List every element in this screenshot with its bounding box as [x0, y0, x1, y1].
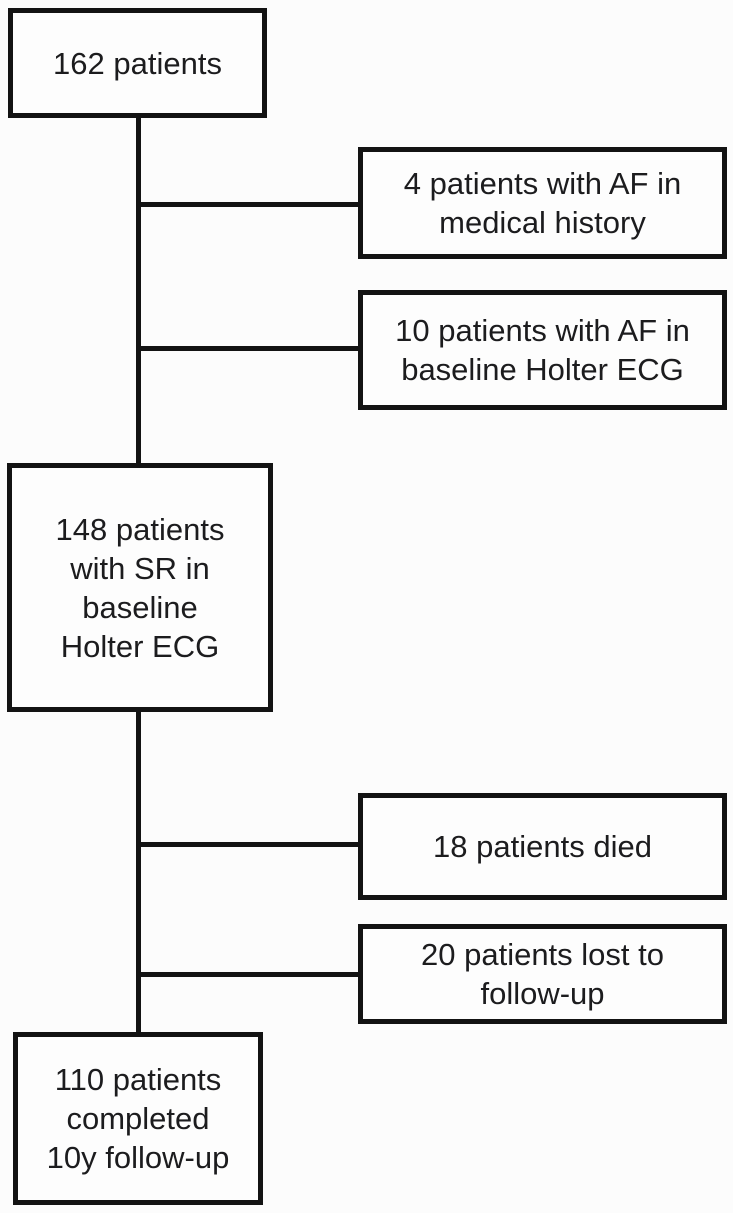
node-completed-follow-up-label: 110 patients completed 10y follow-up	[46, 1062, 230, 1175]
node-excluded-af-baseline-holter: 10 patients with AF in baseline Holter E…	[358, 290, 727, 410]
branch-excluded-af-history	[141, 202, 358, 207]
node-enrolled-label: 162 patients	[53, 45, 222, 81]
branch-excluded-af-baseline-holter	[141, 346, 358, 351]
node-lost-to-follow-up: 20 patients lost to follow-up	[358, 924, 727, 1024]
node-enrolled: 162 patients	[8, 8, 267, 118]
node-sr-baseline: 148 patients with SR in baseline Holter …	[7, 463, 273, 712]
connector-enrolled-to-sr-baseline	[136, 117, 141, 465]
node-died-label: 18 patients died	[433, 829, 652, 864]
node-died: 18 patients died	[358, 793, 727, 900]
node-excluded-af-history-label: 4 patients with AF in medical history	[403, 166, 682, 240]
branch-lost-to-follow-up	[141, 972, 358, 977]
branch-died	[141, 842, 358, 847]
node-sr-baseline-label: 148 patients with SR in baseline Holter …	[55, 511, 225, 664]
connector-sr-baseline-to-completed	[136, 710, 141, 1034]
node-excluded-af-baseline-holter-label: 10 patients with AF in baseline Holter E…	[395, 313, 690, 387]
node-completed-follow-up: 110 patients completed 10y follow-up	[13, 1032, 263, 1205]
node-excluded-af-history: 4 patients with AF in medical history	[358, 147, 727, 259]
node-lost-to-follow-up-label: 20 patients lost to follow-up	[421, 937, 664, 1011]
